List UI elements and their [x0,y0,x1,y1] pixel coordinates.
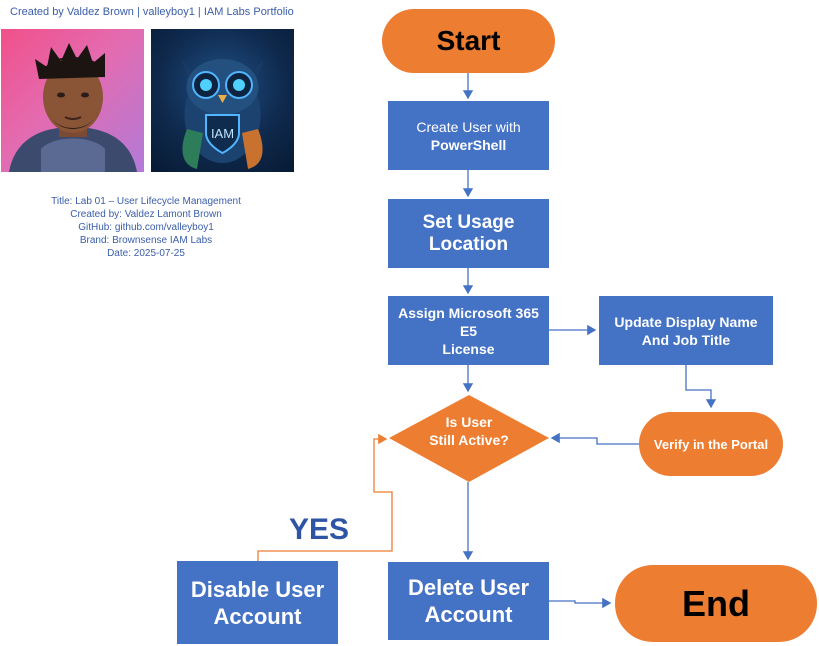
end-label: End [682,582,750,624]
meta-date: Date: 2025-07-25 [107,248,185,259]
end-terminal: End [615,565,817,642]
assign-license-line3: License [442,340,495,357]
assign-license-step: Assign Microsoft 365 E5 License [388,296,549,365]
start-label: Start [436,25,501,56]
disable-line2: Account [213,603,302,629]
connector-update-verify [685,365,717,409]
assign-license-line1: Assign Microsoft 365 [398,304,539,321]
set-usage-location-step: Set Usage Location [388,199,549,268]
update-display-line2: And Job Title [641,331,731,348]
portrait-photo [1,29,144,172]
connector-yes-disable-decision [257,433,393,561]
meta-created-by: Created by: Valdez Lamont Brown [70,209,222,220]
update-display-line1: Update Display Name [614,313,758,330]
connector-verify-decision [550,432,639,445]
meta-github: GitHub: github.com/valleyboy1 [78,222,214,233]
header-credit: Created by Valdez Brown | valleyboy1 | I… [10,6,294,18]
create-user-step: Create User with PowerShell [388,101,549,170]
update-display-name-step: Update Display Name And Job Title [599,296,773,365]
yes-label: YES [289,513,350,546]
set-usage-line2: Location [428,233,509,255]
decision-text: Is User Still Active? [390,413,548,449]
start-terminal: Start [382,9,555,73]
decision-line2: Still Active? [429,432,509,448]
lab-metadata: Title: Lab 01 – User Lifecycle Managemen… [26,195,266,260]
meta-title: Title: Lab 01 – User Lifecycle Managemen… [51,196,241,207]
assign-license-line2: E5 [459,322,478,339]
iam-owl-logo: IAM [151,29,294,172]
connector-delete-end [549,597,612,609]
decision-diamond [389,395,549,482]
delete-line2: Account [424,602,513,627]
create-user-line2: PowerShell [430,136,507,153]
decision-line1: Is User [445,414,493,430]
create-user-line1: Create User with [416,118,521,135]
disable-user-step: Disable User Account [177,561,338,644]
delete-user-step: Delete User Account [388,562,549,640]
disable-line1: Disable User [190,576,325,602]
verify-portal-label: Verify in the Portal [653,436,769,452]
owl-badge-text: IAM [211,126,234,141]
verify-portal-terminal: Verify in the Portal [639,412,783,476]
meta-brand: Brand: Brownsense IAM Labs [79,235,213,246]
set-usage-line1: Set Usage [422,211,515,233]
delete-line1: Delete User [407,575,530,600]
